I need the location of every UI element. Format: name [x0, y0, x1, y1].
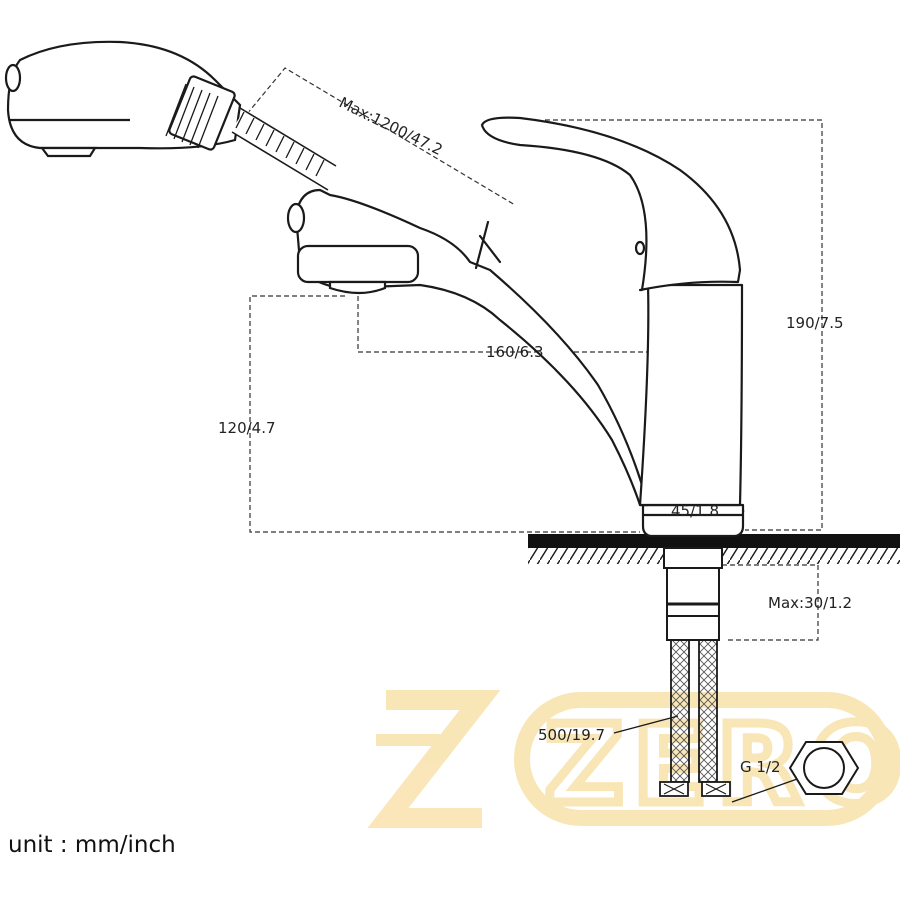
mounting-shank [663, 547, 723, 641]
hose-length-label: Max:1200/47.2 [336, 93, 445, 159]
spray-head-mounted [286, 202, 420, 295]
supply-hose-label: 500/19.7 [538, 726, 605, 744]
pull-out-hose [231, 107, 337, 191]
height-total-label: 190/7.5 [786, 314, 844, 332]
spray-head-extended [4, 40, 242, 158]
spout-height-label: 120/4.7 [218, 419, 276, 437]
faucet-body [294, 116, 745, 538]
deck-thickness-label: Max:30/1.2 [768, 594, 852, 612]
spout-reach-label: 160/6.3 [486, 343, 544, 361]
base-diameter-label: 45/1.8 [671, 502, 719, 520]
connector-label: G 1/2 [740, 758, 781, 776]
leader-lines [613, 715, 801, 803]
hex-nut-icon [788, 741, 860, 795]
unit-label: unit : mm/inch [8, 832, 176, 858]
supply-hoses [659, 639, 731, 797]
